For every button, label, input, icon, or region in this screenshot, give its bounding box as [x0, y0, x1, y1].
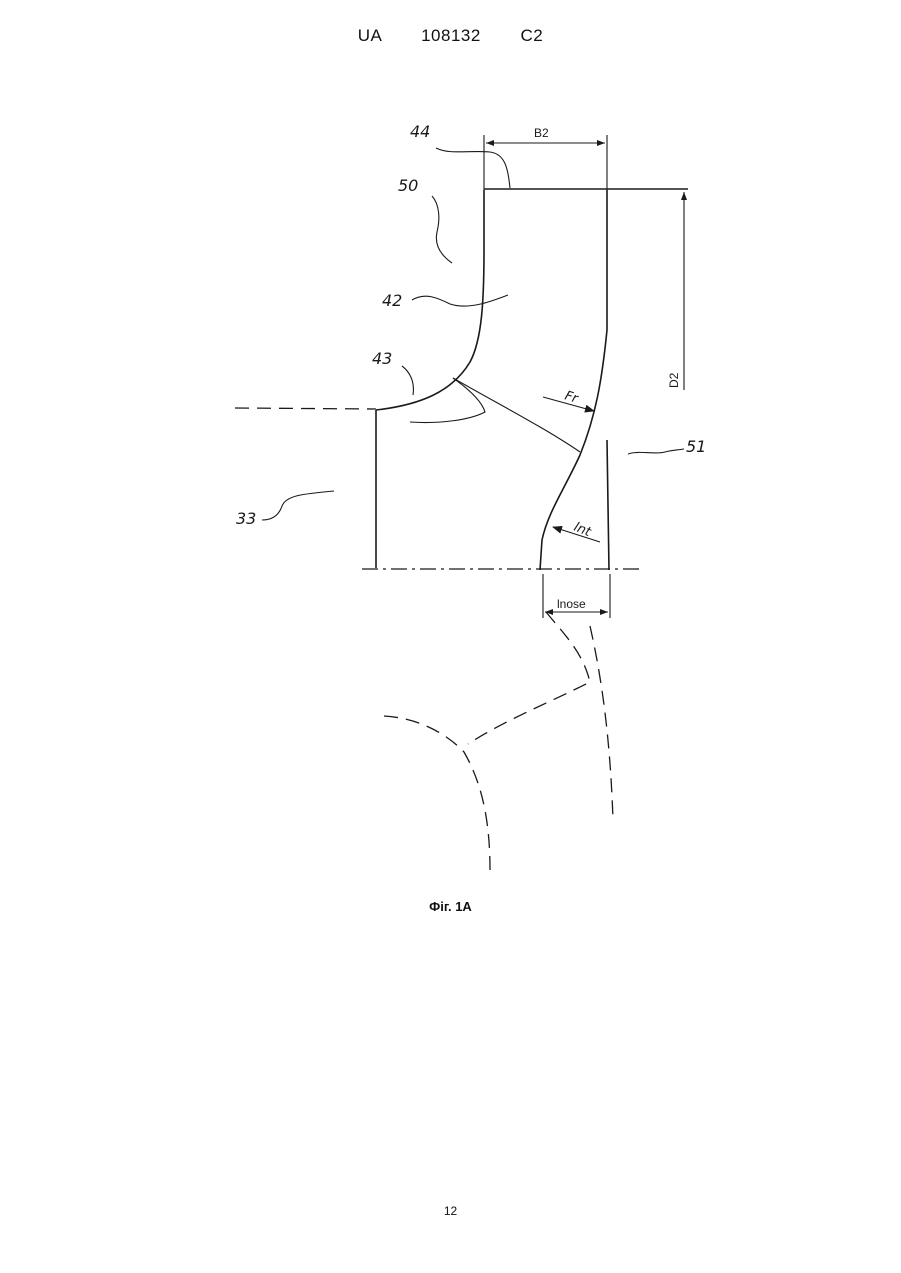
leader-42 — [412, 295, 508, 306]
b2-dimension: B2 — [484, 126, 607, 190]
b2-label: B2 — [534, 126, 549, 140]
d2-label: D2 — [667, 372, 681, 388]
ref-43: 43 — [372, 349, 392, 368]
ref-33: 33 — [236, 509, 256, 528]
hub-profile — [540, 190, 607, 570]
d2-dimension: D2 — [667, 192, 687, 390]
fr-label: Fr — [563, 389, 581, 408]
figure-caption: Фіг. 1А — [0, 899, 901, 914]
fr-indicator: Fr — [543, 389, 594, 411]
ref-51: 51 — [686, 437, 706, 456]
axis-horizontal — [235, 408, 376, 409]
outlet-edge — [607, 440, 609, 570]
lnt-label: lnt — [572, 520, 594, 541]
lnose-dimension: lnose — [543, 574, 610, 618]
lower-dashed-blades — [384, 612, 613, 870]
lnose-label: lnose — [557, 597, 586, 611]
ref-42: 42 — [382, 291, 402, 310]
leader-44 — [436, 148, 510, 188]
leader-43 — [402, 366, 413, 395]
lnt-indicator: lnt — [553, 520, 600, 542]
page-number: 12 — [0, 1204, 901, 1218]
leader-51 — [628, 449, 684, 454]
ref-50: 50 — [398, 176, 418, 195]
leader-50 — [432, 196, 452, 263]
ref-44: 44 — [410, 122, 430, 141]
leader-33 — [262, 491, 334, 520]
blade-inner-line — [453, 378, 580, 452]
